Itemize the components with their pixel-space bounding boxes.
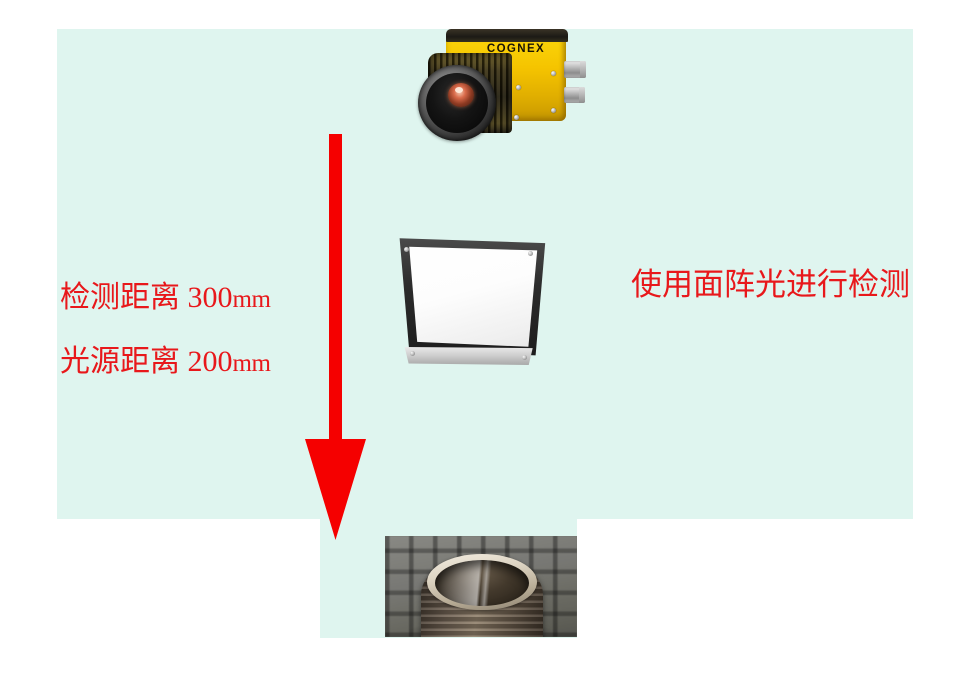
camera-connector-bottom <box>564 87 585 103</box>
light-screw-icon <box>528 251 533 256</box>
camera-lens-highlight <box>455 87 463 93</box>
camera-lens-inner <box>426 73 488 133</box>
method-note-annotation: 使用面阵光进行检测 <box>631 267 910 302</box>
area-light-diffuser <box>409 246 538 347</box>
light-distance-value: 200 <box>187 345 233 378</box>
camera-screw-icon <box>551 108 556 113</box>
camera-top-cap <box>446 29 568 42</box>
connector-cap <box>580 61 586 78</box>
camera-screw-icon <box>516 85 521 90</box>
down-arrow-icon <box>305 134 366 540</box>
camera-screw-icon <box>551 71 556 76</box>
camera-connector-top <box>564 61 586 78</box>
workpiece-photo <box>385 536 577 637</box>
cognex-camera-illustration: COGNEX <box>418 29 586 156</box>
light-distance-label: 光源距离 <box>60 345 180 378</box>
light-distance-unit: mm <box>232 350 271 377</box>
camera-lens-ring <box>418 65 496 141</box>
camera-screw-icon <box>514 115 519 120</box>
workpiece-bore <box>435 560 529 606</box>
light-screw-icon <box>404 247 409 252</box>
detect-distance-label: 检测距离 <box>60 281 180 314</box>
detect-distance-value: 300 <box>187 281 233 314</box>
area-light-frame <box>390 237 550 359</box>
area-light-illustration <box>390 237 550 381</box>
light-screw-icon <box>522 355 527 360</box>
connector-cap <box>579 87 585 103</box>
light-screw-icon <box>410 351 415 356</box>
light-distance-annotation: 光源距离 200mm <box>60 345 271 378</box>
camera-brand-logo: COGNEX <box>486 43 546 55</box>
detect-distance-unit: mm <box>232 286 271 313</box>
detect-distance-annotation: 检测距离 300mm <box>60 281 271 314</box>
area-light-bracket <box>404 347 533 365</box>
